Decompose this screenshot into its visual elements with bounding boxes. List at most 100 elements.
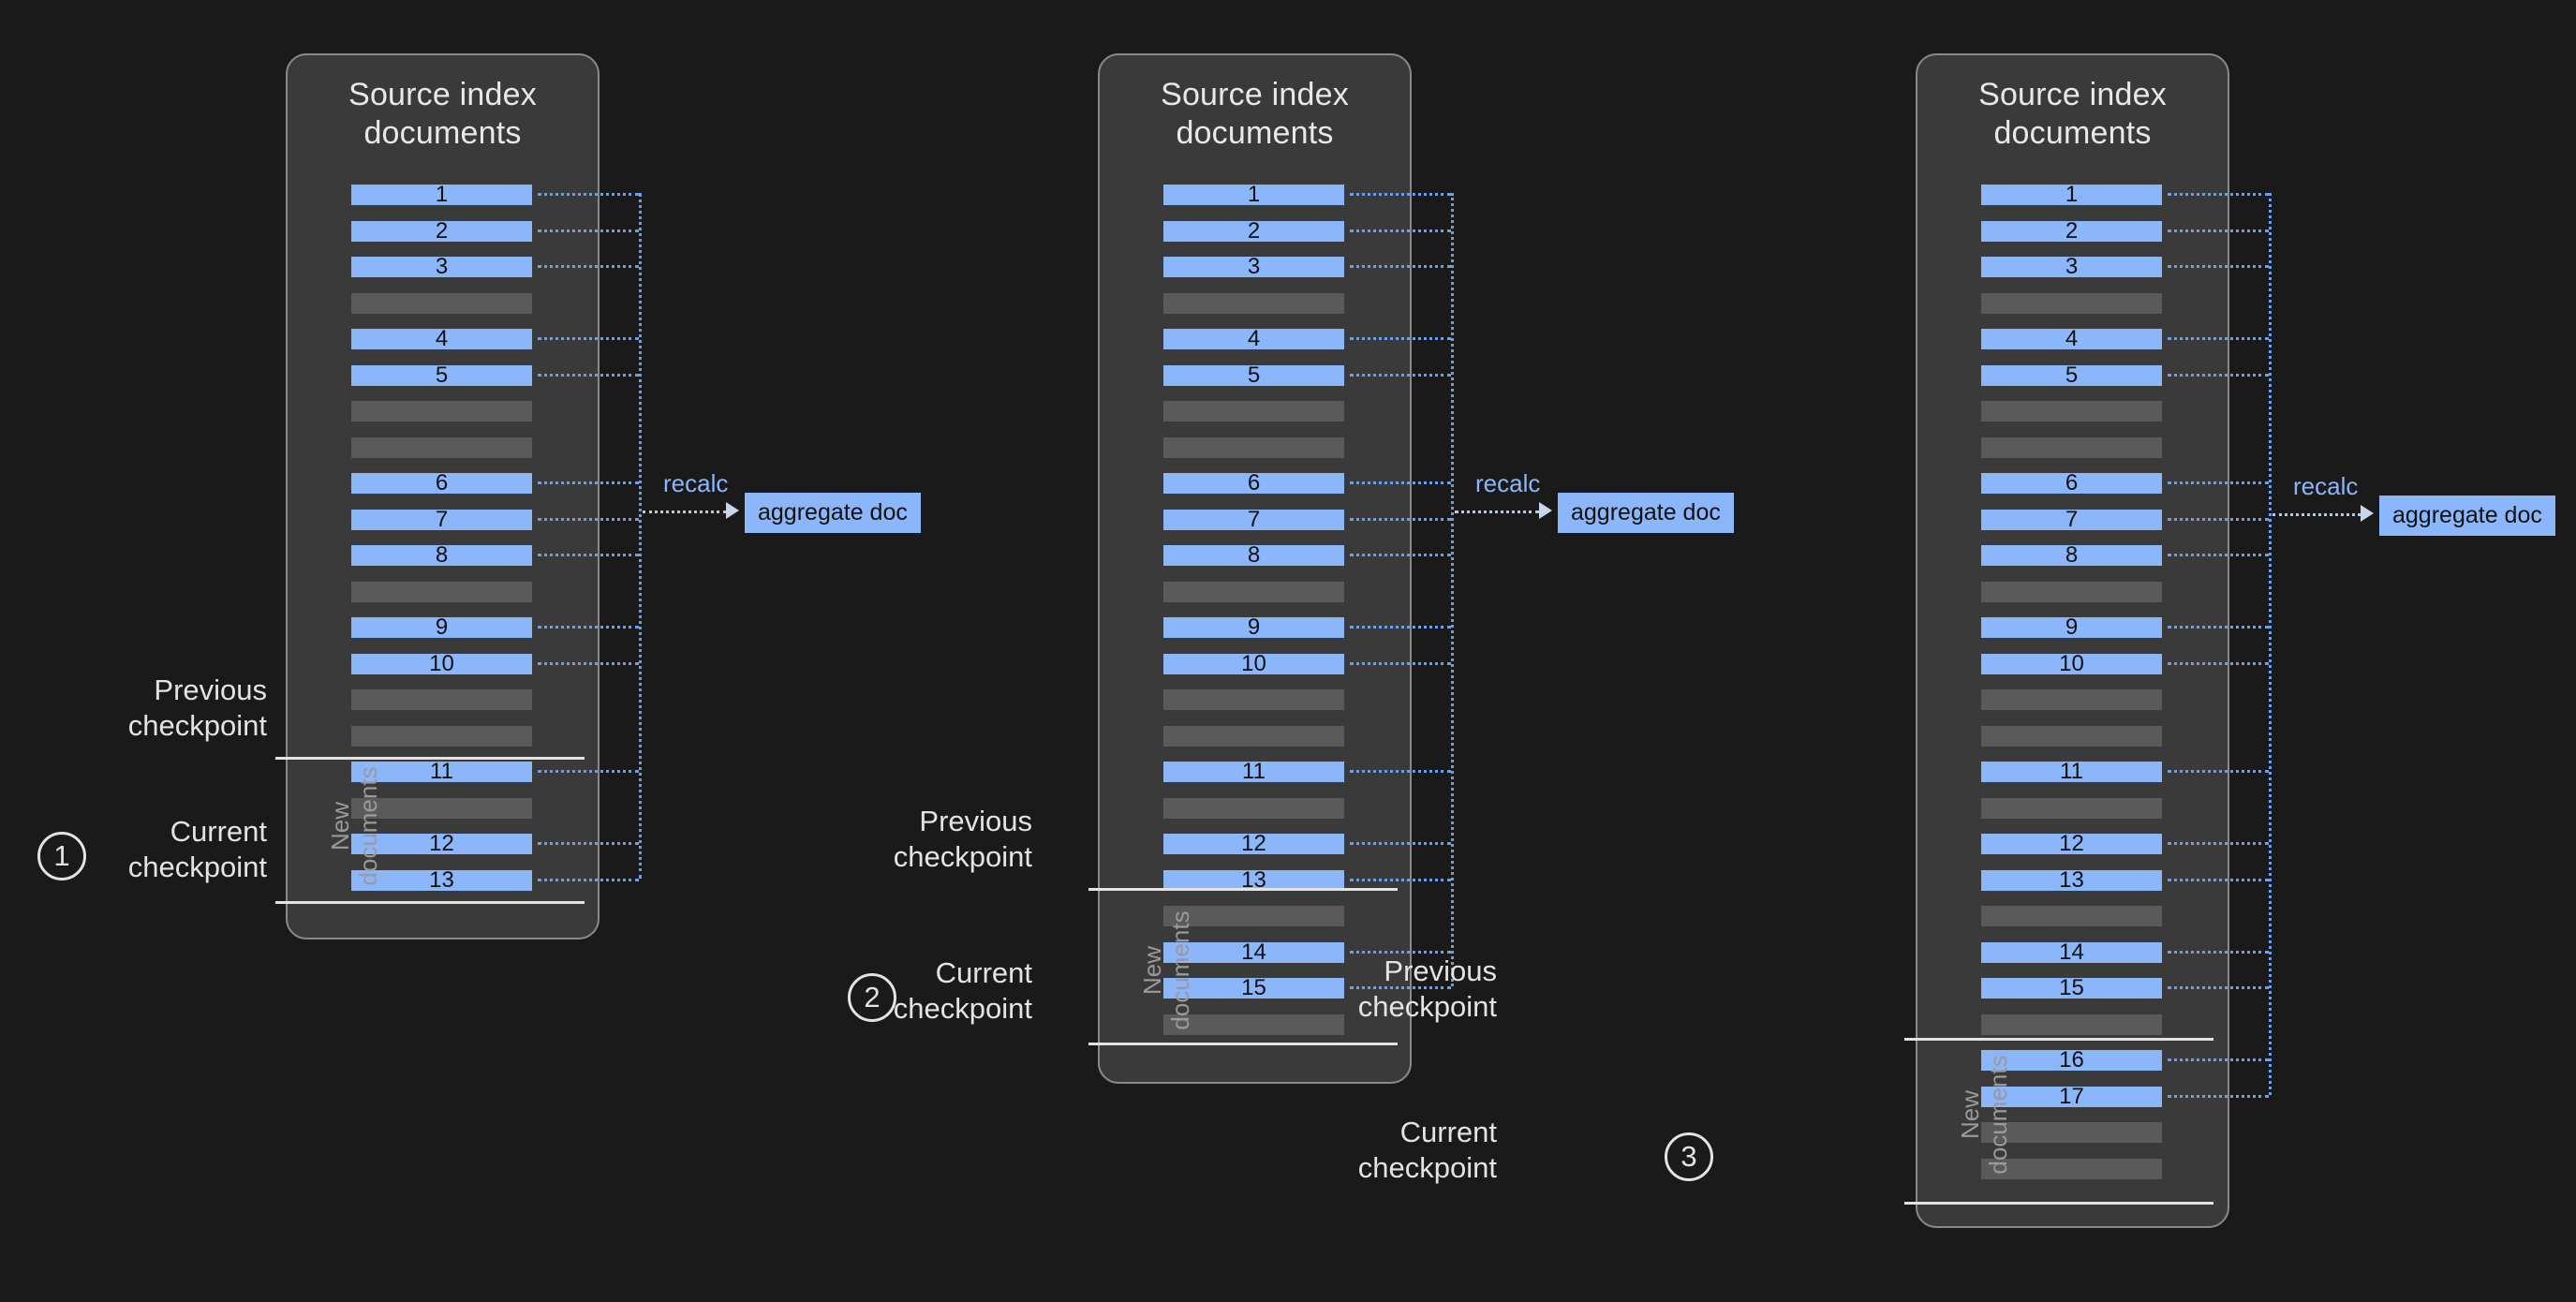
stage-2-recalc-label: recalc: [1475, 469, 1541, 497]
empty-row: [1981, 581, 2162, 602]
empty-row: [1981, 1013, 2162, 1035]
empty-row: [1981, 292, 2162, 314]
document-id: 2: [2065, 217, 2079, 244]
connector-line: [1350, 265, 1451, 268]
stage-2-aggregation-bus: [1451, 193, 1454, 986]
connector-line: [538, 373, 639, 377]
stage-3-step-number: 3: [1665, 1132, 1713, 1181]
document-row: 1: [351, 182, 532, 207]
document-row: 11: [1981, 759, 2162, 784]
connector-line: [1350, 554, 1451, 556]
document-id: 14: [1241, 939, 1266, 965]
document-row: 8: [1981, 542, 2162, 568]
stage-3-panel-title: Source index documents: [1978, 77, 2167, 152]
document-id: 1: [1247, 182, 1261, 207]
stage-3-aggregation-bus: [2269, 193, 2272, 1095]
stage-2-previous-checkpoint-rule: [1088, 888, 1398, 891]
document-id: 1: [435, 182, 449, 207]
document-row: 15: [1981, 975, 2162, 1000]
empty-row: [1981, 797, 2162, 819]
document-row: 3: [1163, 254, 1344, 279]
stage-2-current-checkpoint-label: Current checkpoint: [893, 956, 1032, 1025]
stage-2-previous-checkpoint-label: Previous checkpoint: [893, 805, 1032, 873]
empty-row: [1163, 725, 1344, 747]
document-row: 6: [1981, 470, 2162, 496]
connector-line: [2168, 337, 2269, 340]
stage-2-step-number: 2: [848, 973, 896, 1022]
stage-1-step-number: 1: [37, 832, 86, 880]
document-row: 5: [1981, 362, 2162, 388]
connector-line: [1350, 229, 1451, 232]
document-id: 7: [1247, 506, 1261, 532]
connector-line: [2168, 770, 2269, 773]
connector-line: [538, 770, 639, 773]
stage-1-aggregate-doc[interactable]: aggregate doc: [745, 493, 921, 533]
document-row: 9: [351, 614, 532, 640]
empty-row: [351, 689, 532, 710]
document-id: 15: [2059, 975, 2084, 1000]
document-id: 10: [429, 650, 454, 676]
stage-3-current-checkpoint-label: Current checkpoint: [1357, 1116, 1497, 1184]
stage-2-new-documents-label: New documents: [1138, 910, 1194, 1030]
connector-line: [538, 661, 639, 665]
connector-line: [1350, 842, 1451, 845]
document-id: 3: [435, 254, 449, 279]
document-id: 9: [2065, 614, 2079, 640]
connector-line: [2168, 193, 2269, 196]
document-row: 6: [351, 470, 532, 496]
empty-row: [1163, 401, 1344, 422]
connector-line: [538, 554, 639, 556]
connector-line: [2168, 373, 2269, 377]
document-id: 12: [429, 831, 454, 856]
document-id: 13: [429, 866, 454, 893]
stage-1-aggregation-bus: [639, 193, 642, 879]
document-id: 4: [435, 326, 449, 351]
document-id: 5: [435, 362, 449, 388]
document-row: 13: [351, 866, 532, 893]
document-row: 5: [351, 362, 532, 388]
document-row: 16: [1981, 1047, 2162, 1073]
document-id: 9: [435, 614, 449, 640]
connector-line: [2168, 265, 2269, 268]
connector-line: [1350, 337, 1451, 340]
document-row: 12: [1981, 831, 2162, 856]
stage-2-aggregate-doc[interactable]: aggregate doc: [1558, 493, 1734, 533]
connector-line: [2168, 517, 2269, 521]
document-row: 14: [1981, 940, 2162, 965]
document-id: 5: [1247, 362, 1261, 388]
stage-3-aggregate-doc[interactable]: aggregate doc: [2379, 496, 2555, 536]
document-row: 10: [351, 650, 532, 676]
document-row: 2: [1163, 218, 1344, 244]
stage-1-current-checkpoint-label: Current checkpoint: [127, 815, 267, 883]
document-row: 9: [1981, 614, 2162, 640]
document-id: 10: [2059, 650, 2084, 676]
document-row: 1: [1163, 182, 1344, 207]
connector-line: [538, 337, 639, 340]
document-row: 3: [351, 254, 532, 279]
empty-row: [351, 797, 532, 819]
connector-line: [1350, 878, 1451, 881]
stage-1-current-checkpoint-rule: [275, 901, 585, 904]
document-id: 8: [2065, 542, 2079, 568]
document-row: 7: [1163, 506, 1344, 532]
document-row: 2: [1981, 217, 2162, 244]
document-id: 2: [435, 217, 449, 244]
document-row: 4: [351, 326, 532, 351]
connector-line: [1350, 986, 1451, 989]
empty-row: [1981, 436, 2162, 458]
connector-line: [2168, 1094, 2269, 1098]
document-row: 7: [1981, 507, 2162, 532]
document-row: 17: [1981, 1083, 2162, 1109]
stage-2-panel-title: Source index documents: [1161, 77, 1349, 152]
document-row: 12: [1163, 831, 1344, 856]
empty-row: [1163, 689, 1344, 710]
stage-2-recalc-arrow-line: [1455, 510, 1539, 513]
document-row: 9: [1163, 614, 1344, 640]
connector-line: [2168, 950, 2269, 954]
document-id: 17: [2059, 1083, 2084, 1109]
document-row: 3: [1981, 254, 2162, 279]
document-id: 13: [2059, 866, 2084, 893]
document-row: 4: [1981, 326, 2162, 351]
empty-row: [1981, 1158, 2162, 1179]
